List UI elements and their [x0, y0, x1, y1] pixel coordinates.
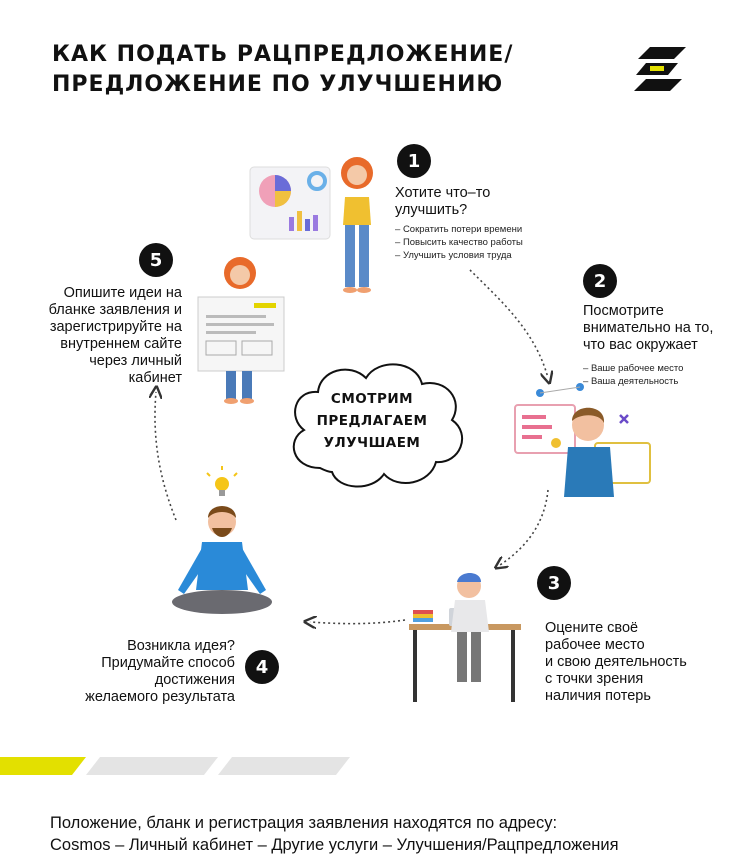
step-4-illustration: [172, 466, 272, 614]
step-1-item: Повысить качество работы: [395, 236, 575, 249]
step-2-illustration: [514, 383, 651, 497]
footer-line-2: Cosmos – Личный кабинет – Другие услуги …: [50, 836, 619, 854]
cloud-line-1: СМОТРИМ: [330, 391, 414, 407]
arrow-1-to-2: [469, 269, 548, 378]
step-2-list: Ваше рабочее место Ваша деятельность: [583, 362, 733, 388]
arrow-2-to-3: [500, 489, 549, 565]
step-2-text: Посмотрите внимательно на то, что вас ок…: [583, 303, 714, 353]
cloud-text: СМОТРИМ ПРЕДЛАГАЕМ УЛУЧШАЕМ: [302, 388, 442, 454]
arrow-4-to-5: [155, 392, 177, 521]
cycle-arrows: [0, 269, 744, 760]
step-5-text: Опишите идеи на бланке заявления и зарег…: [48, 285, 182, 386]
step-1-text: Хотите что–то улучшить?: [395, 185, 491, 218]
step-1-number: 1: [397, 144, 431, 178]
cloud-line-2: ПРЕДЛАГАЕМ: [316, 413, 428, 429]
step-2-number: 2: [583, 264, 617, 298]
step-3-text: Оцените своё рабочее место и свою деятел…: [545, 620, 687, 704]
footer-stripes: [0, 757, 350, 775]
step-1-illustration: [249, 157, 373, 293]
step-3-number: 3: [537, 566, 571, 600]
step-5-illustration: [197, 257, 285, 404]
step-5-number: 5: [139, 243, 173, 277]
cloud-line-3: УЛУЧШАЕМ: [323, 435, 421, 451]
step-3-illustration: [409, 573, 521, 702]
brand-logo: [634, 47, 686, 91]
arrow-3-to-4: [310, 620, 406, 624]
step-1-item: Улучшить условия труда: [395, 249, 575, 262]
center-cloud: [292, 363, 464, 488]
idea-lightbulb-icon: [206, 466, 238, 496]
step-2-item: Ваше рабочее место: [583, 362, 733, 375]
step-2-item: Ваша деятельность: [583, 375, 733, 388]
step-4-number: 4: [245, 650, 279, 684]
step-1-item: Сократить потери времени: [395, 223, 575, 236]
footer-line-1: Положение, бланк и регистрация заявления…: [50, 814, 558, 832]
page-title: КАК ПОДАТЬ РАЦПРЕДЛОЖЕНИЕ/ ПРЕДЛОЖЕНИЕ П…: [52, 42, 514, 97]
step-1-list: Сократить потери времени Повысить качест…: [395, 223, 575, 262]
step-4-text: Возникла идея? Придумайте способ достиже…: [85, 638, 235, 705]
